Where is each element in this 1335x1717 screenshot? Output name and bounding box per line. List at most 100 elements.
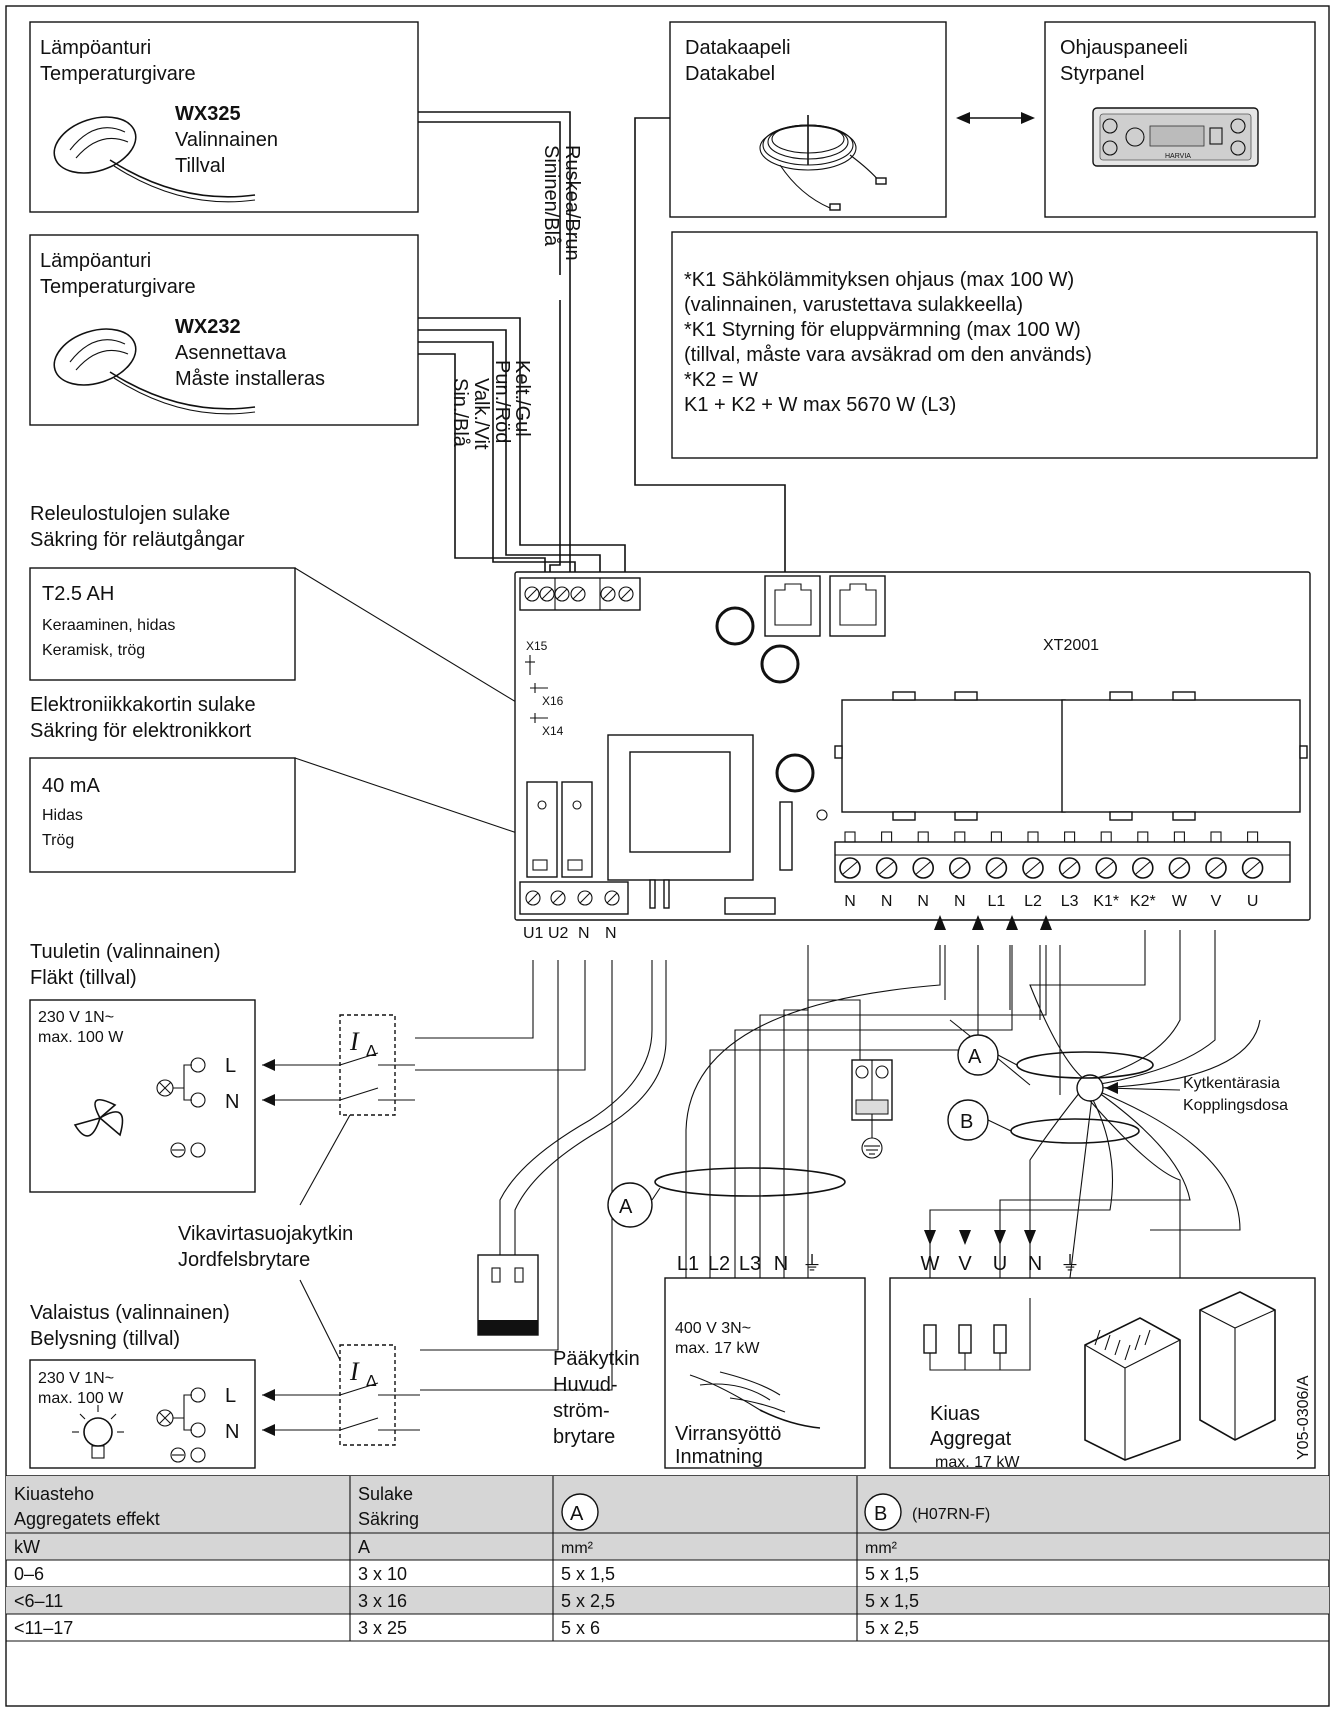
- fan-title-sv: Fläkt (tillval): [30, 967, 137, 989]
- sensor1-title-sv: Temperaturgivare: [40, 63, 196, 85]
- light-n-label: N: [225, 1421, 239, 1443]
- sensor1-line2: Tillval: [175, 155, 225, 177]
- terminal-screw-slot: [1208, 861, 1224, 875]
- th-cable-a: A: [570, 1503, 584, 1525]
- relay-fuse-title-fi: Releulostulojen sulake: [30, 503, 230, 525]
- transformer: [607, 734, 754, 881]
- junction-cable-b-label: B: [960, 1111, 973, 1133]
- th-unit-mm2-b: mm²: [865, 1540, 898, 1557]
- heater-term-label: U: [993, 1253, 1007, 1275]
- circuit-board-xt2001: XT2001 X15 X16 X14: [514, 571, 1311, 942]
- terminal-screw-slot: [989, 861, 1004, 875]
- wire-brown-label: Ruskea/Brun: [561, 145, 583, 261]
- supply-cable-a: A: [607, 1167, 846, 1228]
- rcd1-symbol-sub: Δ: [366, 1043, 377, 1060]
- term-n1: N: [578, 925, 590, 942]
- terminal-tab: [1027, 831, 1039, 843]
- fan-l-label: L: [225, 1055, 236, 1077]
- board-fuse-title-sv: Säkring för elektronikkort: [30, 720, 252, 742]
- junction-label-sv: Kopplingsdosa: [1183, 1097, 1288, 1114]
- table-cell: 3 x 10: [358, 1564, 407, 1584]
- terminal-screw-slot: [1245, 861, 1260, 875]
- wire-blue-label: Sininen/Blå: [540, 145, 562, 247]
- right-terminal-block: [834, 831, 1291, 883]
- link-arrow: [956, 112, 1035, 124]
- ring-2: [760, 644, 800, 684]
- heater-term-label: N: [1028, 1253, 1042, 1275]
- sensor1-line1: Valinnainen: [175, 129, 278, 151]
- terminal-screw-slot: [842, 861, 858, 875]
- terminal-tab: [1100, 831, 1112, 843]
- main-switch-l1: Pääkytkin: [553, 1348, 640, 1370]
- heater-label-max: max. 17 kW: [935, 1454, 1020, 1471]
- fan-icon: [73, 1099, 124, 1137]
- terminal-screw-slot: [1025, 861, 1041, 875]
- terminal-label: W: [1172, 893, 1188, 910]
- relay-fuse-type-sv: Keramisk, trög: [42, 642, 145, 659]
- term-u1: U1: [523, 925, 544, 942]
- supply-label-fi: Virransyöttö: [675, 1423, 781, 1445]
- relay-fuse-rating: T2.5 AH: [42, 583, 114, 605]
- th-unit-kw: kW: [14, 1537, 40, 1557]
- junction-cable-a-label: A: [968, 1046, 982, 1068]
- bulb-icon: [72, 1405, 124, 1459]
- sensor-terminal-block: [519, 577, 641, 611]
- wire-red-label: Pun./Röd: [491, 360, 513, 443]
- th-cable-b: B: [874, 1503, 887, 1525]
- sensor2-title-sv: Temperaturgivare: [40, 276, 196, 298]
- terminal-label: L2: [1024, 893, 1042, 910]
- terminal-tab: [844, 831, 856, 843]
- supply-term-label: L3: [739, 1253, 761, 1275]
- rcd-1: I Δ: [299, 1014, 415, 1206]
- note-line-1: *K1 Sähkölämmityksen ohjaus (max 100 W): [684, 269, 1074, 291]
- terminal-label: N: [954, 893, 966, 910]
- jumper-x14-label: X14: [542, 724, 564, 738]
- terminal-tab: [1173, 831, 1185, 843]
- rcd1-symbol: I: [349, 1027, 360, 1056]
- panel-title-fi: Ohjauspaneeli: [1060, 37, 1188, 59]
- main-switch-l4: brytare: [553, 1426, 615, 1448]
- note-line-5: *K2 = W: [684, 369, 758, 391]
- junction-label-fi: Kytkentärasia: [1183, 1075, 1280, 1092]
- th-power-fi: Kiuasteho: [14, 1484, 94, 1504]
- light-l-label: L: [225, 1385, 236, 1407]
- main-switch-l2: Huvud-: [553, 1374, 617, 1396]
- sensor2-line2: Måste installeras: [175, 368, 325, 390]
- terminal-screw-slot: [952, 861, 968, 875]
- board-fuse: [724, 897, 776, 915]
- sensor2-line1: Asennettava: [175, 342, 287, 364]
- table-cell: 5 x 6: [561, 1618, 600, 1638]
- main-switch-l3: ström-: [553, 1400, 610, 1422]
- supply-term-label: L1: [677, 1253, 699, 1275]
- term-u2: U2: [548, 925, 569, 942]
- supply-spec2: max. 17 kW: [675, 1340, 760, 1357]
- terminal-tab: [1210, 831, 1222, 843]
- terminal-screw-slot: [1098, 861, 1114, 875]
- table-cell: 5 x 1,5: [865, 1591, 919, 1611]
- terminal-tab: [1137, 831, 1149, 843]
- th-cable-b-note: (H07RN-F): [912, 1506, 990, 1523]
- table-cell: 3 x 16: [358, 1591, 407, 1611]
- jumper-x16-label: X16: [542, 694, 564, 708]
- fan-spec1: 230 V 1N~: [38, 1009, 114, 1026]
- wire-blue2-label: Sin./Blå: [449, 378, 471, 448]
- relay-fuse-type-fi: Keraaminen, hidas: [42, 617, 175, 634]
- rcd2-symbol: I: [349, 1357, 360, 1386]
- heater-icon: [1084, 1291, 1276, 1461]
- terminal-label: L3: [1061, 893, 1079, 910]
- heater-label-fi: Kiuas: [930, 1403, 980, 1425]
- rcd-2: I Δ: [339, 1344, 420, 1446]
- light-title-fi: Valaistus (valinnainen): [30, 1302, 230, 1324]
- relays: [526, 781, 593, 878]
- panel-title-sv: Styrpanel: [1060, 63, 1145, 85]
- heater-term-label: W: [921, 1253, 940, 1275]
- note-line-2: (valinnainen, varustettava sulakkeella): [684, 294, 1023, 316]
- table-cell: <6–11: [14, 1591, 63, 1611]
- cable-icon: [689, 1371, 821, 1429]
- sensor-icon: [53, 328, 256, 415]
- relay-fuse-title-sv: Säkring för reläutgångar: [30, 529, 245, 551]
- th-fuse-sv: Säkring: [358, 1509, 419, 1529]
- terminal-screw: [875, 857, 898, 879]
- fan-spec2: max. 100 W: [38, 1029, 124, 1046]
- supply-term-label: N: [774, 1253, 788, 1275]
